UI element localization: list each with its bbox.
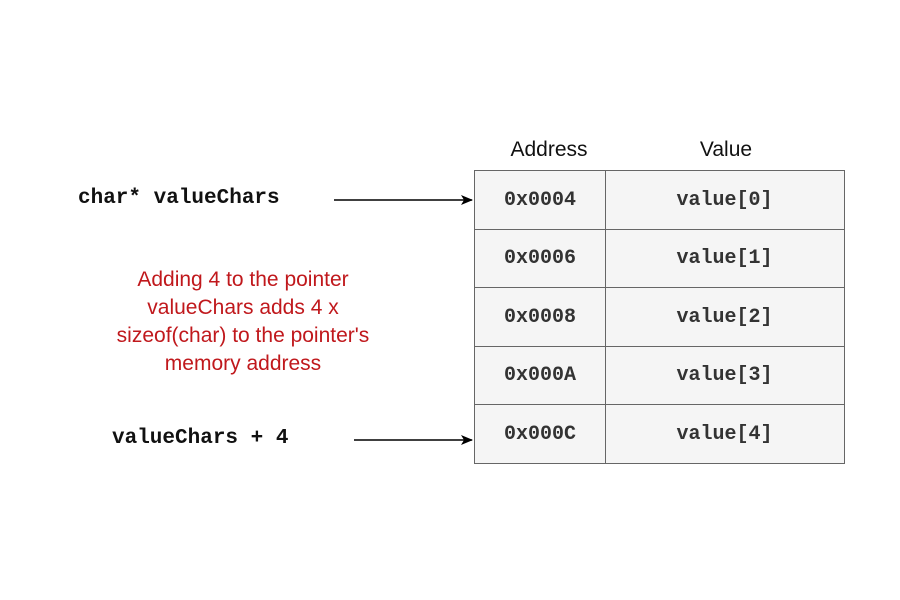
value-column-header: Value (699, 138, 753, 161)
note-line: sizeof(char) to the pointer's (116, 324, 370, 347)
note-line: memory address (164, 352, 322, 375)
value-cell: value[2] (604, 287, 845, 347)
note-line: Adding 4 to the pointer (137, 268, 349, 291)
address-cell: 0x000A (474, 345, 606, 406)
address-cell: 0x0008 (474, 287, 606, 347)
note-line: valueChars adds 4 x (147, 296, 339, 319)
address-column-header: Address (510, 138, 588, 161)
memory-row: 0x000A value[3] (474, 345, 846, 406)
pointer-label-value-chars: char* valueChars (78, 187, 280, 210)
address-cell: 0x0006 (474, 228, 606, 289)
memory-row: 0x0008 value[2] (474, 287, 846, 347)
pointer-arithmetic-note: Adding 4 to the pointer valueChars adds … (88, 266, 398, 378)
memory-row: 0x0004 value[0] (474, 170, 846, 230)
memory-row: 0x000C value[4] (474, 404, 846, 464)
value-cell: value[0] (604, 170, 845, 230)
address-cell: 0x0004 (474, 170, 606, 230)
value-cell: value[1] (604, 228, 845, 289)
memory-table: 0x0004 value[0] 0x0006 value[1] 0x0008 v… (474, 170, 846, 464)
memory-row: 0x0006 value[1] (474, 228, 846, 289)
value-cell: value[3] (604, 345, 845, 406)
address-cell: 0x000C (474, 404, 606, 464)
value-cell: value[4] (604, 404, 845, 464)
pointer-label-value-chars-plus-4: valueChars + 4 (112, 427, 289, 450)
